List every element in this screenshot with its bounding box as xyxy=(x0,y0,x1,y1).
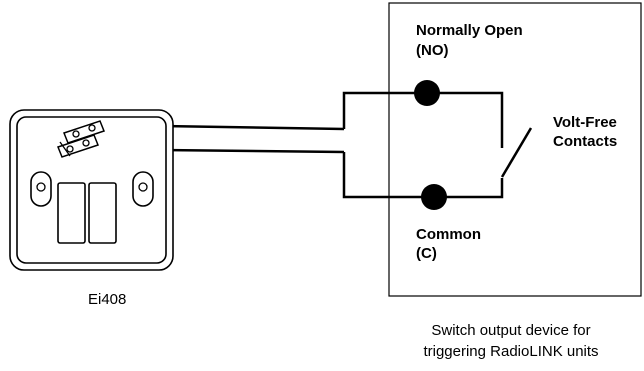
switch-blade xyxy=(500,127,533,178)
switch-enclosure xyxy=(388,2,642,297)
rocker-switch-right xyxy=(88,182,117,244)
terminal-block xyxy=(57,120,105,158)
common-label: Common xyxy=(416,226,481,243)
volt-free-label: Volt-Free xyxy=(553,114,617,131)
normally-open-abbrev: (NO) xyxy=(416,42,449,59)
device-caption-line1: Switch output device for xyxy=(431,322,591,339)
ei408-device xyxy=(9,109,174,271)
mounting-screw-left xyxy=(36,182,46,192)
normally-open-label: Normally Open xyxy=(416,22,523,39)
terminal-normally-open xyxy=(414,80,440,106)
mounting-slot-right xyxy=(132,171,154,207)
mounting-screw-right xyxy=(138,182,148,192)
device-caption-line2: triggering RadioLINK units xyxy=(423,343,599,360)
mounting-slot-left xyxy=(30,171,52,207)
common-abbrev: (C) xyxy=(416,245,437,262)
rocker-switch-left xyxy=(57,182,86,244)
device-model-label: Ei408 xyxy=(88,291,127,308)
contacts-label: Contacts xyxy=(553,133,618,150)
terminal-common xyxy=(421,184,447,210)
